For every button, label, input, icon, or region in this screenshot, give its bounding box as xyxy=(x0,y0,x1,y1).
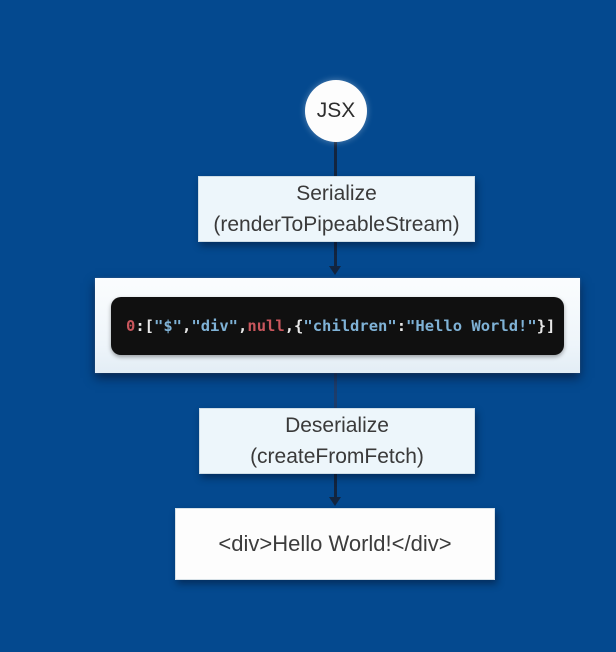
deserialize-title: Deserialize xyxy=(285,414,389,438)
serialize-title: Serialize xyxy=(296,182,377,206)
connector-deserialize-to-output xyxy=(334,472,337,500)
payload-token: : xyxy=(396,316,407,335)
payload-code-block: 0:["$","div",null,{"children":"Hello Wor… xyxy=(111,296,564,355)
payload-token: , xyxy=(238,316,248,335)
payload-token: :[ xyxy=(135,316,155,335)
deserialize-subtitle: (createFromFetch) xyxy=(250,444,424,468)
payload-token: "$" xyxy=(154,316,183,335)
arrow-down-icon xyxy=(329,266,341,275)
deserialize-box: Deserialize (createFromFetch) xyxy=(199,408,475,474)
payload-token: "Hello World!" xyxy=(406,316,537,335)
payload-token: "children" xyxy=(303,316,397,335)
payload-token: null xyxy=(247,316,285,335)
output-label: <div>Hello World!</div> xyxy=(218,531,452,556)
payload-token: }] xyxy=(536,316,556,335)
payload-card: 0:["$","div",null,{"children":"Hello Wor… xyxy=(95,278,580,373)
jsx-node-label: JSX xyxy=(316,99,356,122)
serialize-subtitle: (renderToPipeableStream) xyxy=(213,212,460,236)
payload-token: 0 xyxy=(126,316,136,335)
connector-jsx-to-serialize xyxy=(334,138,337,178)
jsx-node: JSX xyxy=(305,80,367,142)
payload-token: ,{ xyxy=(284,316,304,335)
payload-token: , xyxy=(182,316,192,335)
arrow-down-icon xyxy=(329,497,341,506)
serialize-box: Serialize (renderToPipeableStream) xyxy=(198,176,475,242)
payload-token: "div" xyxy=(191,316,239,335)
output-box: <div>Hello World!</div> xyxy=(175,508,495,580)
connector-serialize-to-payload xyxy=(334,242,337,268)
connector-payload-to-deserialize xyxy=(334,371,337,410)
